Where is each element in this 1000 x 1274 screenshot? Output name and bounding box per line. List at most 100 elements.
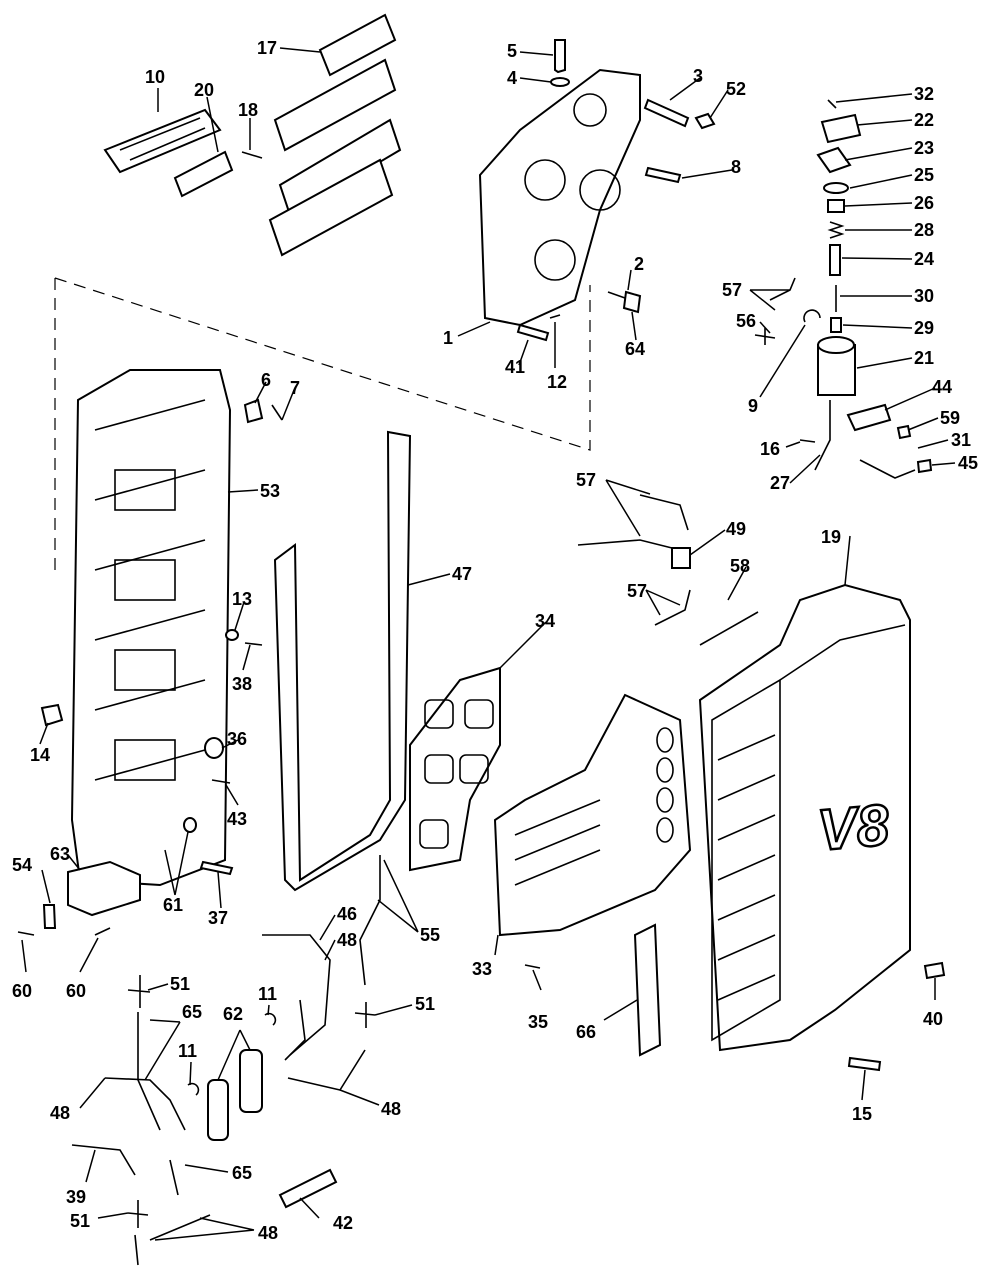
callout-1: 1 [443,328,453,348]
screw-41 [516,323,550,342]
callout-42: 42 [333,1213,353,1233]
fuel-filter-62 [207,1049,263,1141]
callout-56: 56 [736,311,756,331]
screw-8 [644,166,682,184]
screw-60a [17,931,35,936]
callout-34: 34 [535,611,555,631]
bushing-36 [204,737,224,759]
hose-39 [71,1144,136,1176]
clip-6 [243,398,264,424]
callout-43: 43 [227,809,247,829]
callout-51-b: 51 [415,994,435,1014]
spring-28 [827,221,845,239]
callout-33: 33 [472,959,492,979]
callout-60-a: 60 [12,981,32,1001]
callout-14: 14 [30,745,50,765]
callout-62: 62 [223,1004,243,1024]
callout-57-top: 57 [722,280,742,300]
wire-27 [814,400,831,471]
callout-60-b: 60 [66,981,86,1001]
screw-40 [923,961,946,980]
cap-64 [622,290,642,314]
screw-7 [271,404,283,421]
hose-48b [104,1077,186,1131]
callout-10: 10 [145,67,165,87]
callout-21: 21 [914,348,934,368]
callout-15: 15 [852,1104,872,1124]
callout-4: 4 [507,68,517,88]
callout-36: 36 [227,729,247,749]
hose-57c [654,589,691,626]
callout-46: 46 [337,904,357,924]
callout-24: 24 [914,249,934,269]
callout-16: 16 [760,439,780,459]
bracket-63 [67,860,141,917]
callout-40: 40 [923,1009,943,1029]
reed-block-10 [103,108,222,174]
callout-48-d: 48 [258,1223,278,1243]
callout-28: 28 [914,220,934,240]
callout-55: 55 [420,925,440,945]
callout-23: 23 [914,138,934,158]
clip-9 [803,309,821,323]
hose-65b [169,1159,179,1196]
leader-lines [21,47,956,1241]
callout-64: 64 [625,339,645,359]
tee-51a [127,975,151,1008]
callout-8: 8 [731,157,741,177]
assembly-dashed-outline [54,277,591,570]
clamp-11a [264,1012,277,1026]
gasket-47 [273,430,412,892]
hose-65a [137,1012,161,1131]
callout-39: 39 [66,1187,86,1207]
disk-25 [823,182,849,194]
callout-58: 58 [730,556,750,576]
spring-29 [830,317,842,333]
callout-6: 6 [261,370,271,390]
washer-13 [225,629,239,641]
tee-49 [671,547,691,569]
adapter-plate-53 [70,369,232,887]
tee-51c [127,1200,149,1228]
reed-plate-20 [173,150,234,198]
tube-58 [699,611,759,646]
callout-48-a: 48 [337,930,357,950]
callout-17: 17 [257,38,277,58]
callout-29: 29 [914,318,934,338]
manifold-33 [493,693,692,937]
screw-2 [607,291,626,299]
callout-31: 31 [951,430,971,450]
bolt-5 [554,39,566,74]
hose-57a [769,277,796,301]
hose-57b [577,539,681,551]
callout-66: 66 [576,1022,596,1042]
callout-48-c: 48 [381,1099,401,1119]
callout-57-lower: 57 [627,581,647,601]
fitting-56 [754,328,776,345]
grommet-14 [40,703,64,727]
screw-37 [199,860,234,876]
callout-labels: 17 10 20 18 5 4 3 52 8 2 1 41 12 64 32 2… [12,38,978,1243]
callout-7: 7 [290,378,300,398]
callout-13: 13 [232,589,252,609]
screw-60b [94,927,111,936]
v8-badge: V8 [815,792,892,863]
connector-16 [799,439,816,443]
sleeve-42 [278,1168,338,1209]
callout-47: 47 [452,564,472,584]
housing-22 [820,113,862,144]
hose-46-48 [262,934,331,1056]
callout-27: 27 [770,473,790,493]
plate-23 [816,146,852,174]
hose-48c [287,1049,366,1091]
clamp-11b [187,1082,200,1096]
screw-43 [211,779,231,784]
hose-55 [359,855,381,986]
callout-19: 19 [821,527,841,547]
callout-2: 2 [634,254,644,274]
part-drawings: V8 [17,13,946,1266]
callout-57-middle: 57 [576,470,596,490]
screw-45 [916,458,933,474]
screw-15 [847,1056,882,1072]
